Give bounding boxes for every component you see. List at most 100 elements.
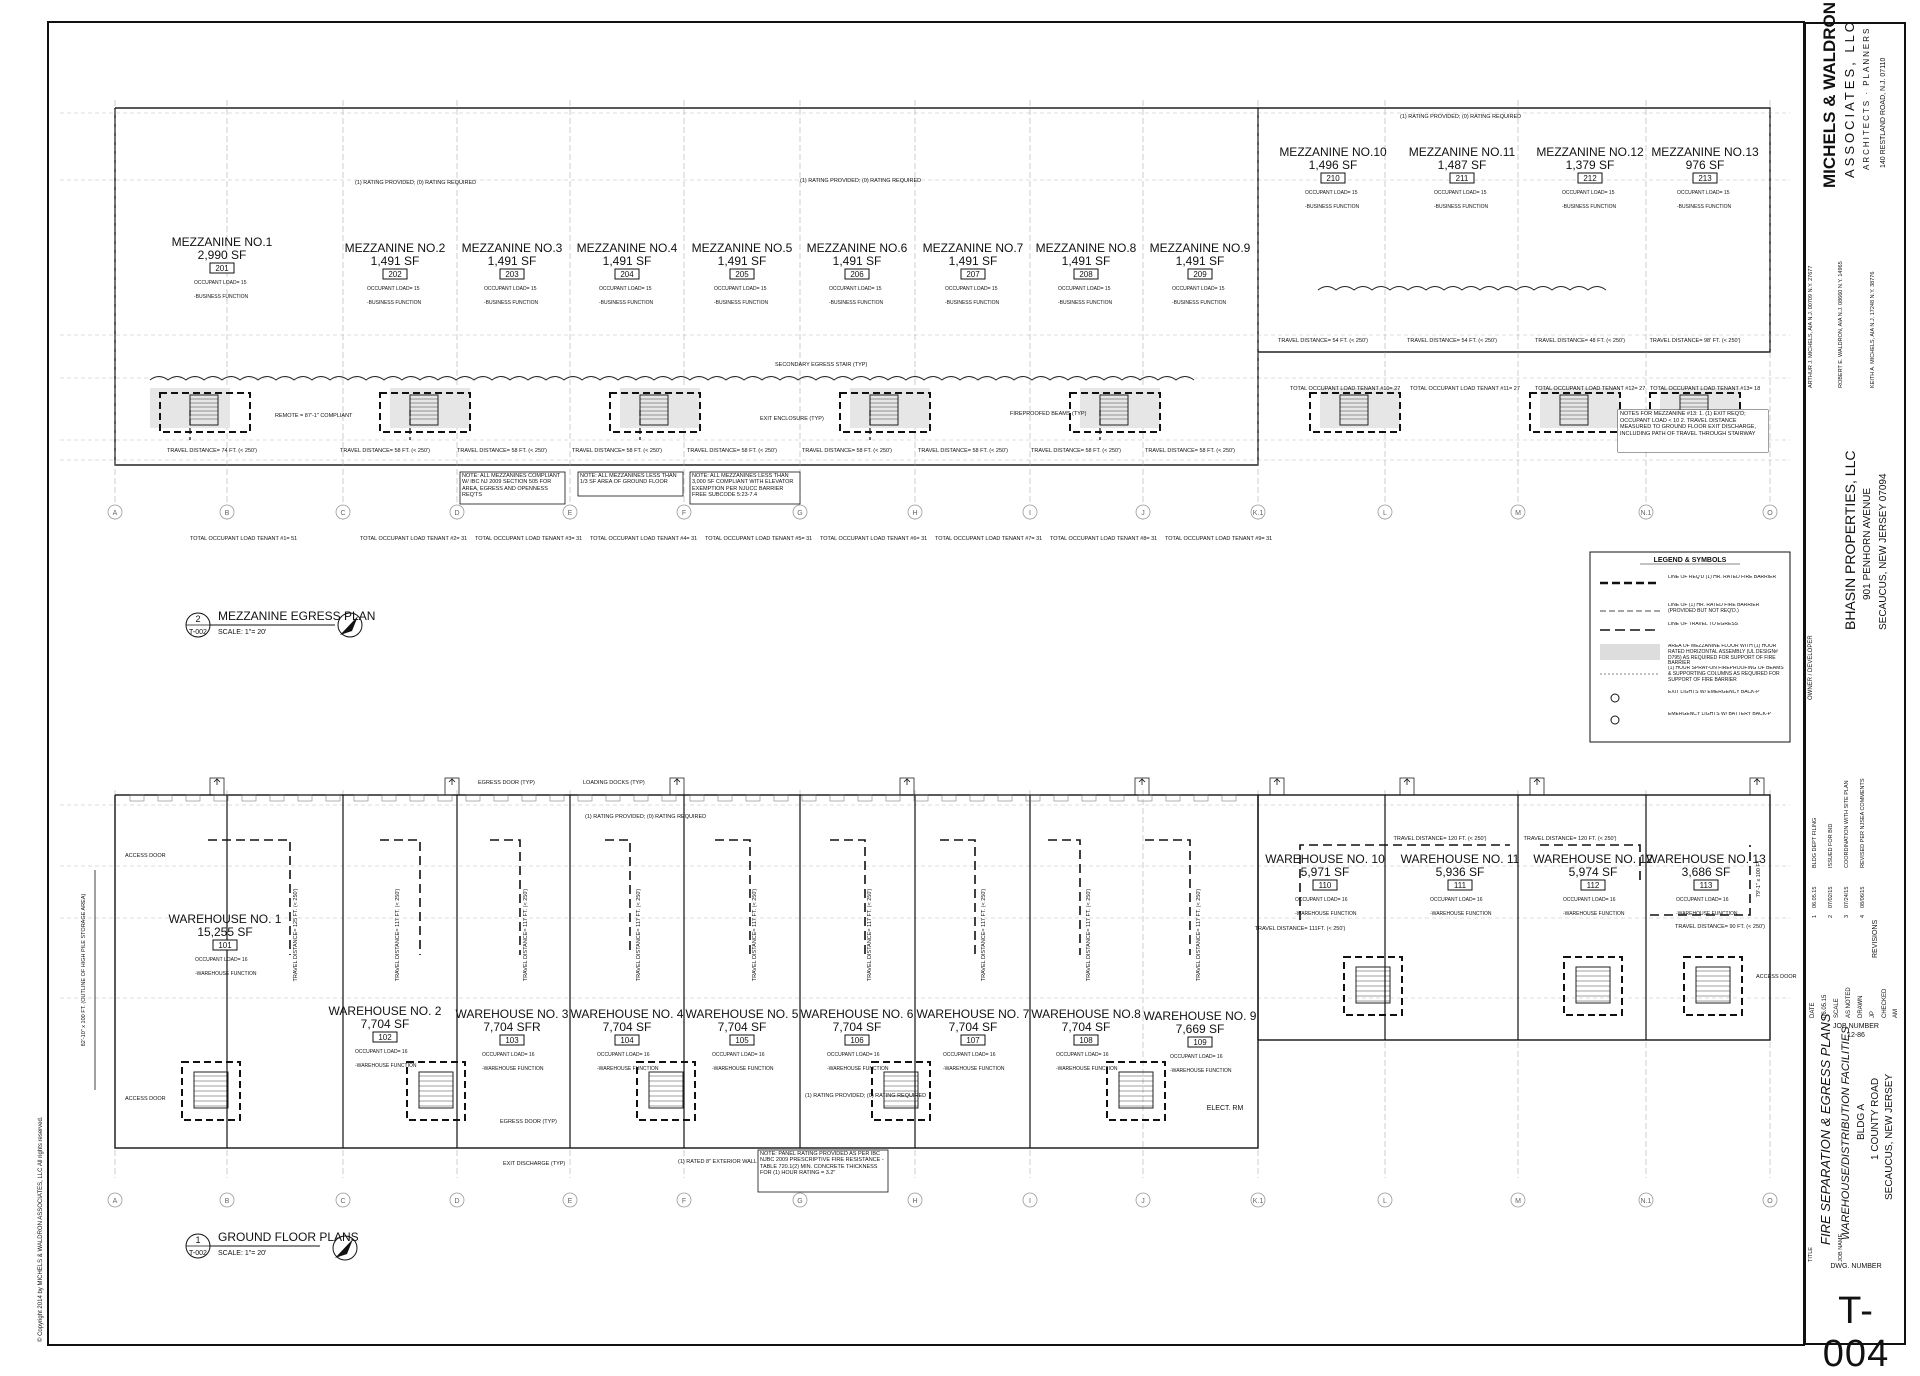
mezz-grid-bubble-11 bbox=[1377, 504, 1393, 520]
checked-label: CHECKED bbox=[1882, 988, 1888, 1018]
loading-dock-1138 bbox=[1137, 794, 1153, 802]
mezzanine-occ-2: OCCUPANT LOAD= 15 bbox=[367, 286, 420, 292]
warehouse-func-6: -WAREHOUSE FUNCTION bbox=[827, 1066, 889, 1072]
warehouse-room-box-10 bbox=[1312, 879, 1338, 891]
warehouse-room-box-7 bbox=[960, 1034, 986, 1046]
ground-grid-label-2: C bbox=[340, 1198, 345, 1205]
mezzanine-func-4: -BUSINESS FUNCTION bbox=[599, 300, 654, 306]
warehouse-room-3: 103 bbox=[505, 1036, 519, 1045]
warehouse-func-5: -WAREHOUSE FUNCTION bbox=[712, 1066, 774, 1072]
ground-north-arrow-head bbox=[335, 1239, 353, 1258]
loading-dock-774 bbox=[773, 794, 789, 802]
ground-travel-5: TRAVEL DISTANCE= 117 FT. (< 250') bbox=[752, 889, 758, 982]
architect-1: ARTHUR J. MICHELS, AIA N.J. 00709 N.Y. 2… bbox=[1808, 265, 1814, 388]
mezzanine-room-7: 207 bbox=[966, 270, 980, 279]
mezzanine-room-5: 205 bbox=[735, 270, 749, 279]
ground-travel-4: TRAVEL DISTANCE= 117 FT. (< 250') bbox=[636, 889, 642, 982]
ground-grid-label-4: E bbox=[568, 1198, 573, 1205]
loading-dock-550 bbox=[549, 794, 565, 802]
loading-dock-1222 bbox=[1221, 794, 1237, 802]
warehouse-room-box-4 bbox=[614, 1034, 640, 1046]
mezzanine-name-1: MEZZANINE NO.1 bbox=[172, 235, 273, 249]
egress-door-arrow-5 bbox=[1273, 778, 1281, 785]
ground-fire-barrier-1 bbox=[406, 1061, 466, 1121]
mezz-total-3: TOTAL OCCUPANT LOAD TENANT #3= 31 bbox=[475, 536, 582, 542]
warehouse-room-box-8 bbox=[1073, 1034, 1099, 1046]
mezzanine-area-8: 1,491 SF bbox=[1062, 254, 1111, 268]
fire-barrier-5 bbox=[1309, 392, 1401, 433]
ground-travel-11: TRAVEL DISTANCE= 120 FT. (< 250') bbox=[1394, 836, 1487, 842]
warehouse-occ-12: OCCUPANT LOAD= 16 bbox=[1563, 897, 1616, 903]
mezz-rating-note-2: (1) RATING PROVIDED; (0) RATING REQUIRED bbox=[800, 178, 921, 184]
mezzanine-area-10: 1,496 SF bbox=[1309, 158, 1358, 172]
warehouse-occ-10: OCCUPANT LOAD= 16 bbox=[1295, 897, 1348, 903]
warehouse-name-7: WAREHOUSE NO. 7 bbox=[917, 1007, 1030, 1021]
egress-travel-path-10 bbox=[1540, 844, 1641, 880]
mezzanine-occ-7: OCCUPANT LOAD= 15 bbox=[945, 286, 998, 292]
mezzanine-travel-2: TRAVEL DISTANCE= 58 FT. (< 250') bbox=[340, 448, 430, 454]
building-name: BLDG A bbox=[1856, 1103, 1867, 1140]
loading-dock-1194 bbox=[1193, 794, 1209, 802]
ground-grid-bubble-13 bbox=[1638, 1192, 1654, 1208]
mezz-grid-label-3: D bbox=[454, 510, 459, 517]
mezzanine-area-12: 1,379 SF bbox=[1566, 158, 1615, 172]
legend-symbol-3 bbox=[1600, 644, 1660, 660]
loading-dock-522 bbox=[521, 794, 537, 802]
mezzanine-func-6: -BUSINESS FUNCTION bbox=[829, 300, 884, 306]
egress-door-arrow-7 bbox=[1533, 778, 1541, 785]
loading-dock-242 bbox=[241, 794, 257, 802]
mezz-total-5: TOTAL OCCUPANT LOAD TENANT #5= 31 bbox=[705, 536, 812, 542]
mezz-grid-bubble-0 bbox=[107, 504, 123, 520]
owner-address-2: SECAUCUS, NEW JERSEY 07094 bbox=[1878, 473, 1889, 630]
warehouse-room-8: 108 bbox=[1079, 1036, 1093, 1045]
warehouse-area-13: 3,686 SF bbox=[1682, 865, 1731, 879]
ground-grid-label-3: D bbox=[454, 1198, 459, 1205]
mezz-rating-note-1: (1) RATING PROVIDED; (0) RATING REQUIRED bbox=[355, 180, 476, 186]
egress-door-arrow-6 bbox=[1403, 778, 1411, 785]
egress-door-7 bbox=[1529, 777, 1545, 796]
mezz-grid-bubble-4 bbox=[562, 504, 578, 520]
ground-grid-label-10: K.1 bbox=[1253, 1198, 1264, 1205]
loading-dock-1026 bbox=[1025, 794, 1041, 802]
mezz-total-8: TOTAL OCCUPANT LOAD TENANT #8= 31 bbox=[1050, 536, 1157, 542]
mezzanine-occ-13: OCCUPANT LOAD= 15 bbox=[1677, 190, 1730, 196]
mezz-grid-bubble-1 bbox=[219, 504, 235, 520]
legend-item-5: EXIT LIGHTS W/ EMERGENCY BACK-P bbox=[1668, 690, 1760, 695]
ground-fire-barrier-3 bbox=[871, 1061, 931, 1121]
mezz-total-10: TOTAL OCCUPANT LOAD TENANT #10= 27 bbox=[1290, 386, 1400, 392]
mezzanine-room-12: 212 bbox=[1583, 174, 1597, 183]
ground-grid-bubble-7 bbox=[907, 1192, 923, 1208]
warehouse-room-11: 111 bbox=[1454, 881, 1467, 890]
loading-dock-606 bbox=[605, 794, 621, 802]
warehouse-func-9: -WAREHOUSE FUNCTION bbox=[1170, 1068, 1232, 1074]
ground-plan-scale: SCALE: 1"= 20' bbox=[218, 1250, 266, 1257]
legend-item-3: AREA OF MEZZANINE FLOOR WITH (1) HOUR RA… bbox=[1668, 644, 1778, 666]
owner-label: OWNER / DEVELOPER bbox=[1808, 635, 1814, 700]
warehouse-room-12: 112 bbox=[1587, 881, 1600, 890]
legend-symbol-6 bbox=[1610, 715, 1620, 725]
warehouse-room-6: 106 bbox=[850, 1036, 864, 1045]
mezzanine-room-box-11 bbox=[1449, 172, 1475, 184]
loading-dock-354 bbox=[353, 794, 369, 802]
egress-travel-path-9 bbox=[1299, 844, 1510, 920]
ground-rating-note: (1) RATING PROVIDED; (0) RATING REQUIRED bbox=[805, 1093, 926, 1099]
mezz-total-7: TOTAL OCCUPANT LOAD TENANT #7= 31 bbox=[935, 536, 1042, 542]
mezzanine-area-11: 1,487 SF bbox=[1438, 158, 1487, 172]
loading-dock-802 bbox=[801, 794, 817, 802]
loading-dock-494 bbox=[493, 794, 509, 802]
ground-grid-label-11: L bbox=[1383, 1198, 1387, 1205]
mezz-grid-label-13: N.1 bbox=[1641, 510, 1652, 517]
mezz-grid-label-8: I bbox=[1029, 510, 1031, 517]
rev-no-1: 1 bbox=[1812, 914, 1818, 918]
panel-rating-note: NOTE: PANEL RATING PROVIDED AS PER IBC N… bbox=[760, 1151, 884, 1176]
mezzanine-name-8: MEZZANINE NO.8 bbox=[1036, 241, 1137, 255]
ground-grid-bubble-8 bbox=[1022, 1192, 1038, 1208]
mezzanine-travel-9: TRAVEL DISTANCE= 58 FT. (< 250') bbox=[1145, 448, 1235, 454]
ground-grid-bubble-10 bbox=[1250, 1192, 1266, 1208]
loading-dock-1110 bbox=[1109, 794, 1125, 802]
mezz-grid-bubble-3 bbox=[449, 504, 465, 520]
mezzanine-room-box-1 bbox=[209, 262, 235, 274]
mezzanine-room-box-9 bbox=[1187, 268, 1213, 280]
fire-barrier-1 bbox=[379, 392, 471, 433]
ground-plan-number: 1 bbox=[195, 1235, 200, 1245]
